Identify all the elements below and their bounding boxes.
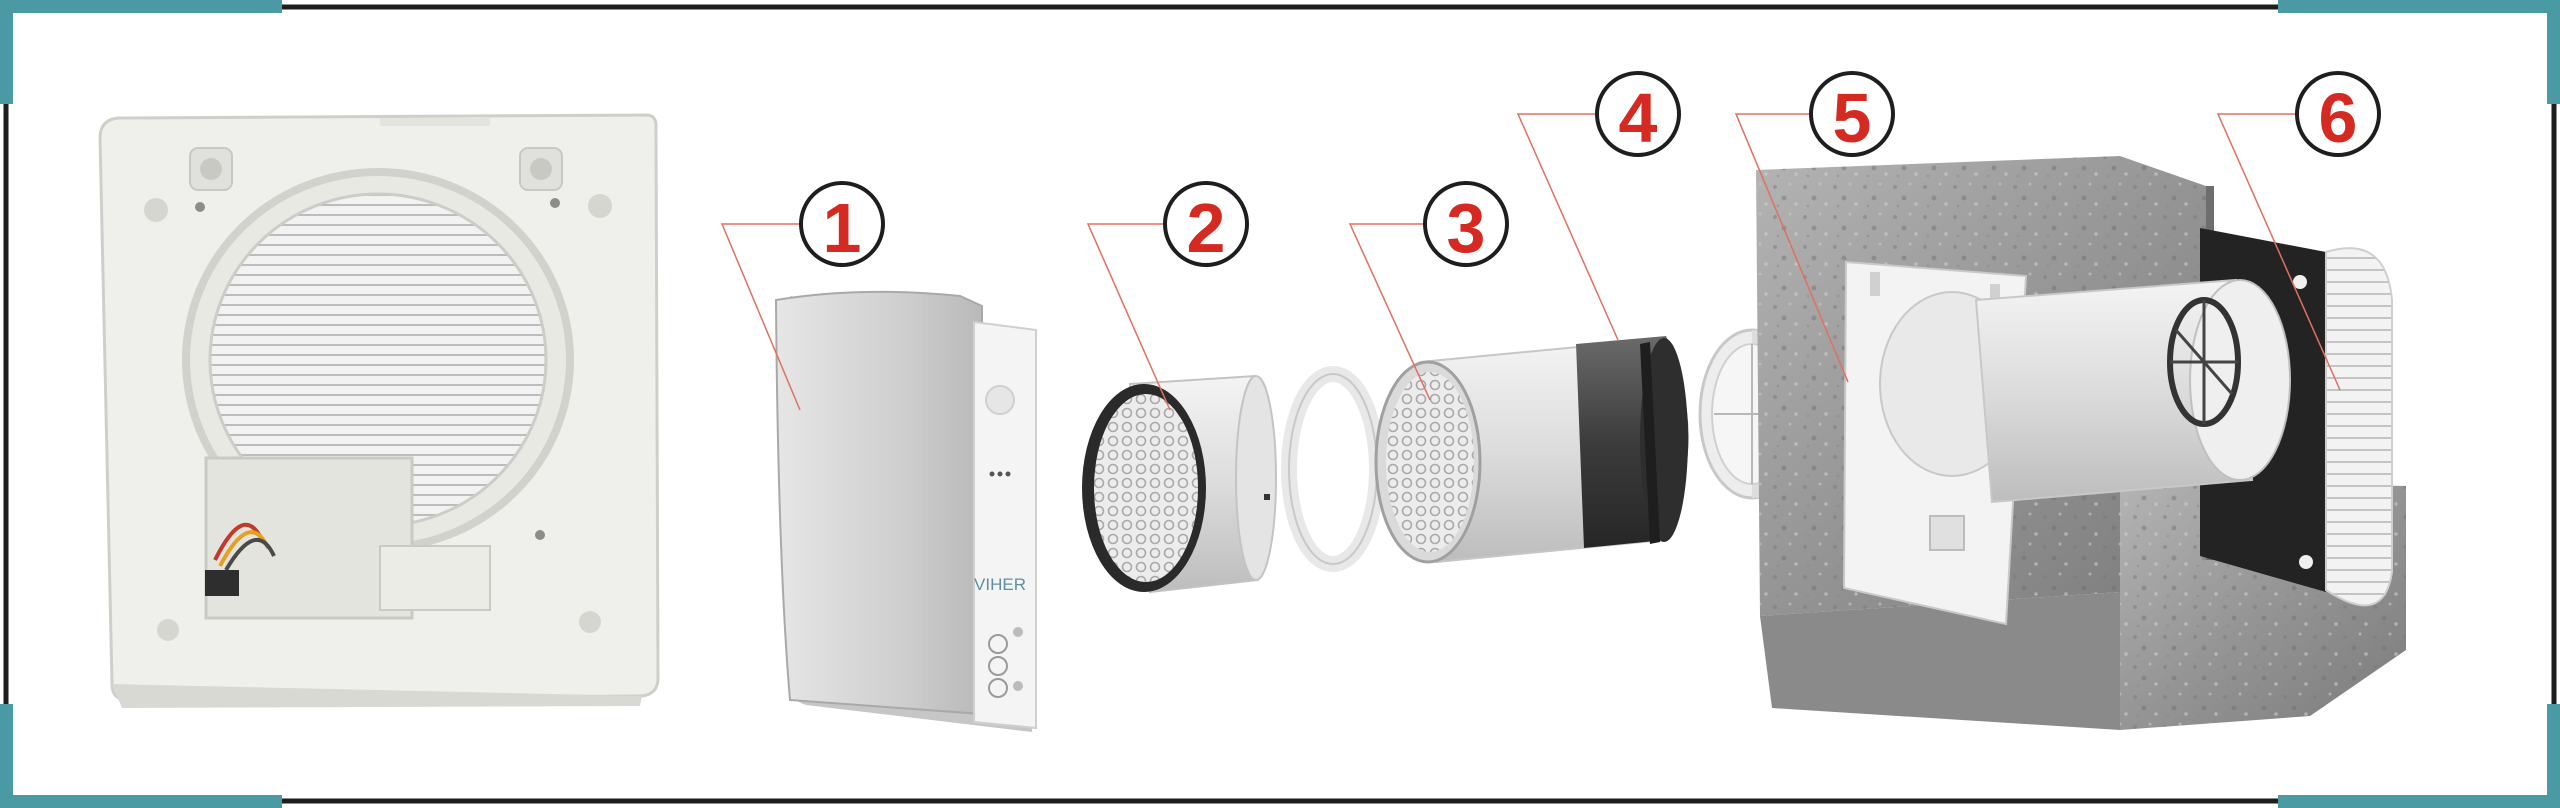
wall-sleeve-assembly — [1756, 156, 2406, 730]
callout-6-number: 6 — [2319, 79, 2358, 157]
front-cover: VIHER — [776, 292, 1036, 732]
callout-3: 3 — [1425, 183, 1507, 267]
callout-1-number: 1 — [823, 189, 862, 267]
callout-5-number: 5 — [1833, 79, 1872, 157]
callout-4: 4 — [1597, 73, 1679, 157]
callout-3-number: 3 — [1447, 189, 1486, 267]
callout-5: 5 — [1811, 73, 1893, 157]
back-housing — [100, 115, 658, 708]
brand-label: VIHER — [974, 575, 1026, 594]
callout-2-number: 2 — [1187, 189, 1226, 267]
filter-cassette — [1082, 376, 1276, 592]
heat-exchanger — [1376, 336, 1689, 562]
callout-1: 1 — [801, 183, 883, 267]
callout-4-number: 4 — [1619, 79, 1658, 157]
callout-6: 6 — [2297, 73, 2379, 157]
seal-ring — [1289, 374, 1377, 564]
callout-2: 2 — [1165, 183, 1247, 267]
